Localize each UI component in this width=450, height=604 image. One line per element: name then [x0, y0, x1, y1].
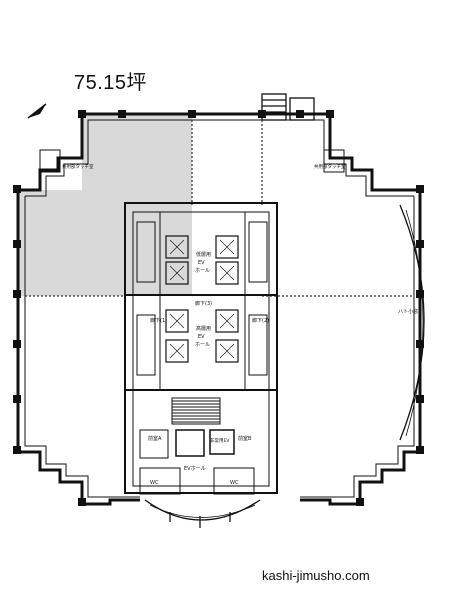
outer-wall: [16, 112, 422, 506]
room-a-label: 前室A: [148, 435, 162, 442]
core-rooms: [136, 221, 268, 376]
emergency-ev-label: 非常用EV: [210, 437, 230, 444]
ev-high-hall: ホール: [195, 342, 210, 348]
core: [124, 202, 278, 494]
bay-window-label: ハト小窓: [398, 308, 418, 315]
partition-lines: [25, 120, 414, 297]
leased-area: [18, 114, 192, 296]
ev-lobby-label: EVホール: [184, 466, 206, 472]
ev-low-hall: ホール: [195, 268, 210, 274]
bay-window: [399, 204, 425, 441]
wc-right-label: WC: [230, 480, 239, 486]
storage-right-label: 共用部タッチ室: [314, 163, 346, 170]
stair-tower: [261, 93, 315, 121]
elevators-low: [165, 235, 239, 285]
elevators-high: [165, 309, 239, 363]
corridor-left-label: 廊下(1): [150, 317, 167, 324]
room-b-label: 前室B: [238, 435, 252, 442]
ev-high-ev: EV: [198, 334, 205, 340]
wc-left-label: WC: [150, 480, 159, 486]
floor-area-title: 75.15坪: [74, 72, 148, 94]
storage-rooms: [39, 149, 345, 173]
entrance: [144, 499, 261, 528]
ev-low-label: 低層用: [196, 251, 211, 258]
ev-high-label: 高層用: [196, 325, 211, 332]
stair: [139, 397, 255, 495]
north-arrow-icon: [27, 103, 47, 119]
columns: [13, 110, 424, 506]
site-watermark: kashi-jimusho.com: [262, 568, 370, 583]
corridor-right-label: 廊下(2): [252, 317, 269, 324]
storage-left-label: 共用部タッチ室: [62, 163, 94, 170]
corridor-top-label: 廊下(3): [195, 300, 212, 307]
inner-wall: [24, 119, 415, 498]
ev-low-ev: EV: [198, 260, 205, 266]
